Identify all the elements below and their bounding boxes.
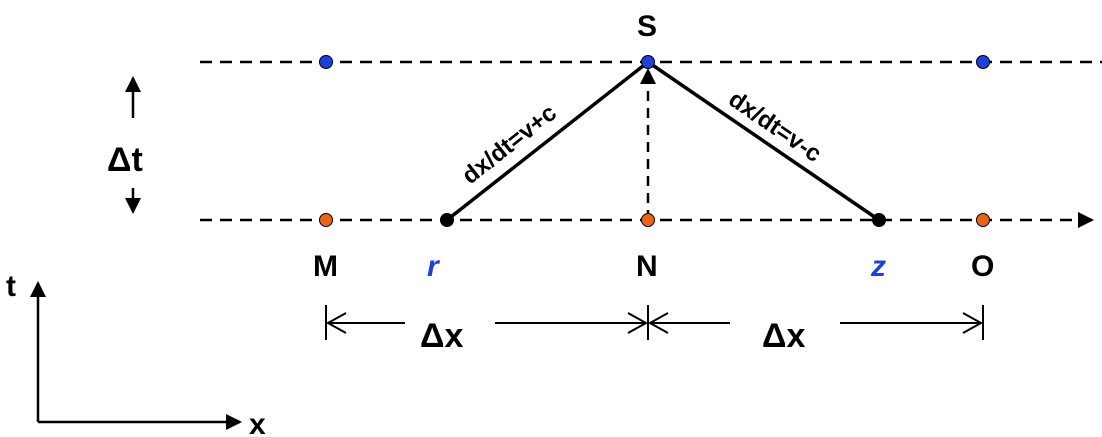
node-M bbox=[319, 213, 333, 227]
node-N bbox=[641, 213, 655, 227]
delta-x-right-label: Δx bbox=[762, 317, 805, 355]
characteristic-plus-label: dx/dt=v+c bbox=[457, 99, 562, 190]
characteristic-plus-line bbox=[445, 60, 650, 222]
node-S bbox=[641, 55, 655, 69]
dx-arrowhead-left-M bbox=[325, 312, 347, 334]
node-r bbox=[440, 213, 454, 227]
characteristic-minus-label: dx/dt=v-c bbox=[724, 86, 827, 168]
t-axis-label: t bbox=[6, 270, 16, 303]
characteristic-minus-line bbox=[647, 60, 880, 222]
dx-arrowhead-right-O bbox=[962, 312, 984, 334]
delta-x-left-label: Δx bbox=[420, 317, 463, 355]
x-axis-label: x bbox=[249, 408, 266, 437]
node-z bbox=[872, 213, 886, 227]
label-N: N bbox=[636, 250, 658, 283]
dx-arrowhead-right-N bbox=[647, 312, 669, 334]
label-r: r bbox=[427, 250, 441, 283]
label-z: z bbox=[870, 250, 886, 283]
label-M: M bbox=[313, 250, 338, 283]
label-O: O bbox=[971, 250, 994, 283]
dx-arrowhead-left-N bbox=[627, 312, 649, 334]
delta-t-label: Δt bbox=[107, 141, 143, 179]
node-upper-right bbox=[976, 55, 990, 69]
label-S: S bbox=[637, 10, 657, 43]
node-O bbox=[976, 213, 990, 227]
node-upper-left bbox=[319, 55, 333, 69]
